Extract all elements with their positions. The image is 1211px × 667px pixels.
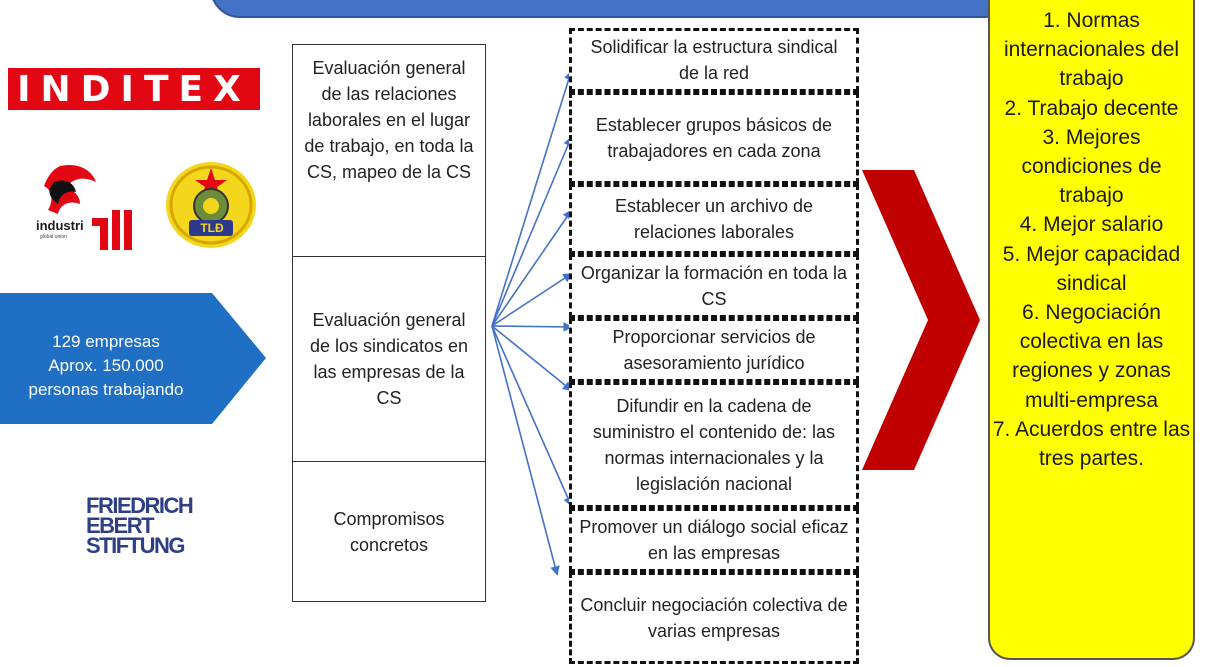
fes-logo: FRIEDRICH EBERT STIFTUNG [86,493,216,558]
companies-pentagon [0,293,266,424]
action-disseminate-norms: Difundir en la cadena de suministro el c… [569,382,859,508]
action-solidify-structure: Solidificar la estructura sindical de la… [569,28,859,92]
inditex-logo: INDITEX [8,68,260,110]
inditex-logo-text: INDITEX [17,68,251,110]
action-base-groups: Establecer grupos básicos de trabajadore… [569,92,859,184]
evaluation-unions: Evaluación general de los sindicatos en … [293,256,485,461]
evaluation-labor-relations: Evaluación general de las relaciones lab… [304,58,474,182]
companies-count: 129 empresas [52,332,160,351]
goals-box: 1. Normas internacionales del trabajo 2.… [988,0,1195,660]
chevron-right-icon [862,170,980,470]
action-social-dialogue: Promover un diálogo social eficaz en las… [569,508,859,572]
fes-logo-line-2: EBERT [86,513,155,538]
industriall-label: industri [36,218,84,233]
tld-label: TLĐ [200,221,224,235]
action-training: Organizar la formación en toda la CS [569,254,859,318]
action-legal-advice: Proporcionar servicios de asesoramiento … [569,318,859,382]
action-labor-relations-archive: Establecer un archivo de relaciones labo… [569,184,859,254]
industriall-sublabel: global union [40,234,67,240]
workers-approx: Aprox. 150.000 [48,356,164,375]
evaluation-table: Evaluación general de las relaciones lab… [292,44,486,602]
goals-list: 1. Normas internacionales del trabajo 2.… [992,9,1191,471]
tld-logo [166,162,256,248]
industriall-logo [44,164,132,250]
fes-logo-line-1: FRIEDRICH [86,493,194,518]
fes-logo-line-3: STIFTUNG [86,533,186,558]
workers-label: personas trabajando [28,380,184,399]
evaluation-commitments: Compromisos concretos [293,461,485,602]
companies-pentagon-text: 129 empresas Aprox. 150.000 personas tra… [0,330,212,402]
top-banner [210,0,1014,18]
action-collective-bargaining: Concluir negociación colectiva de varias… [569,572,859,664]
